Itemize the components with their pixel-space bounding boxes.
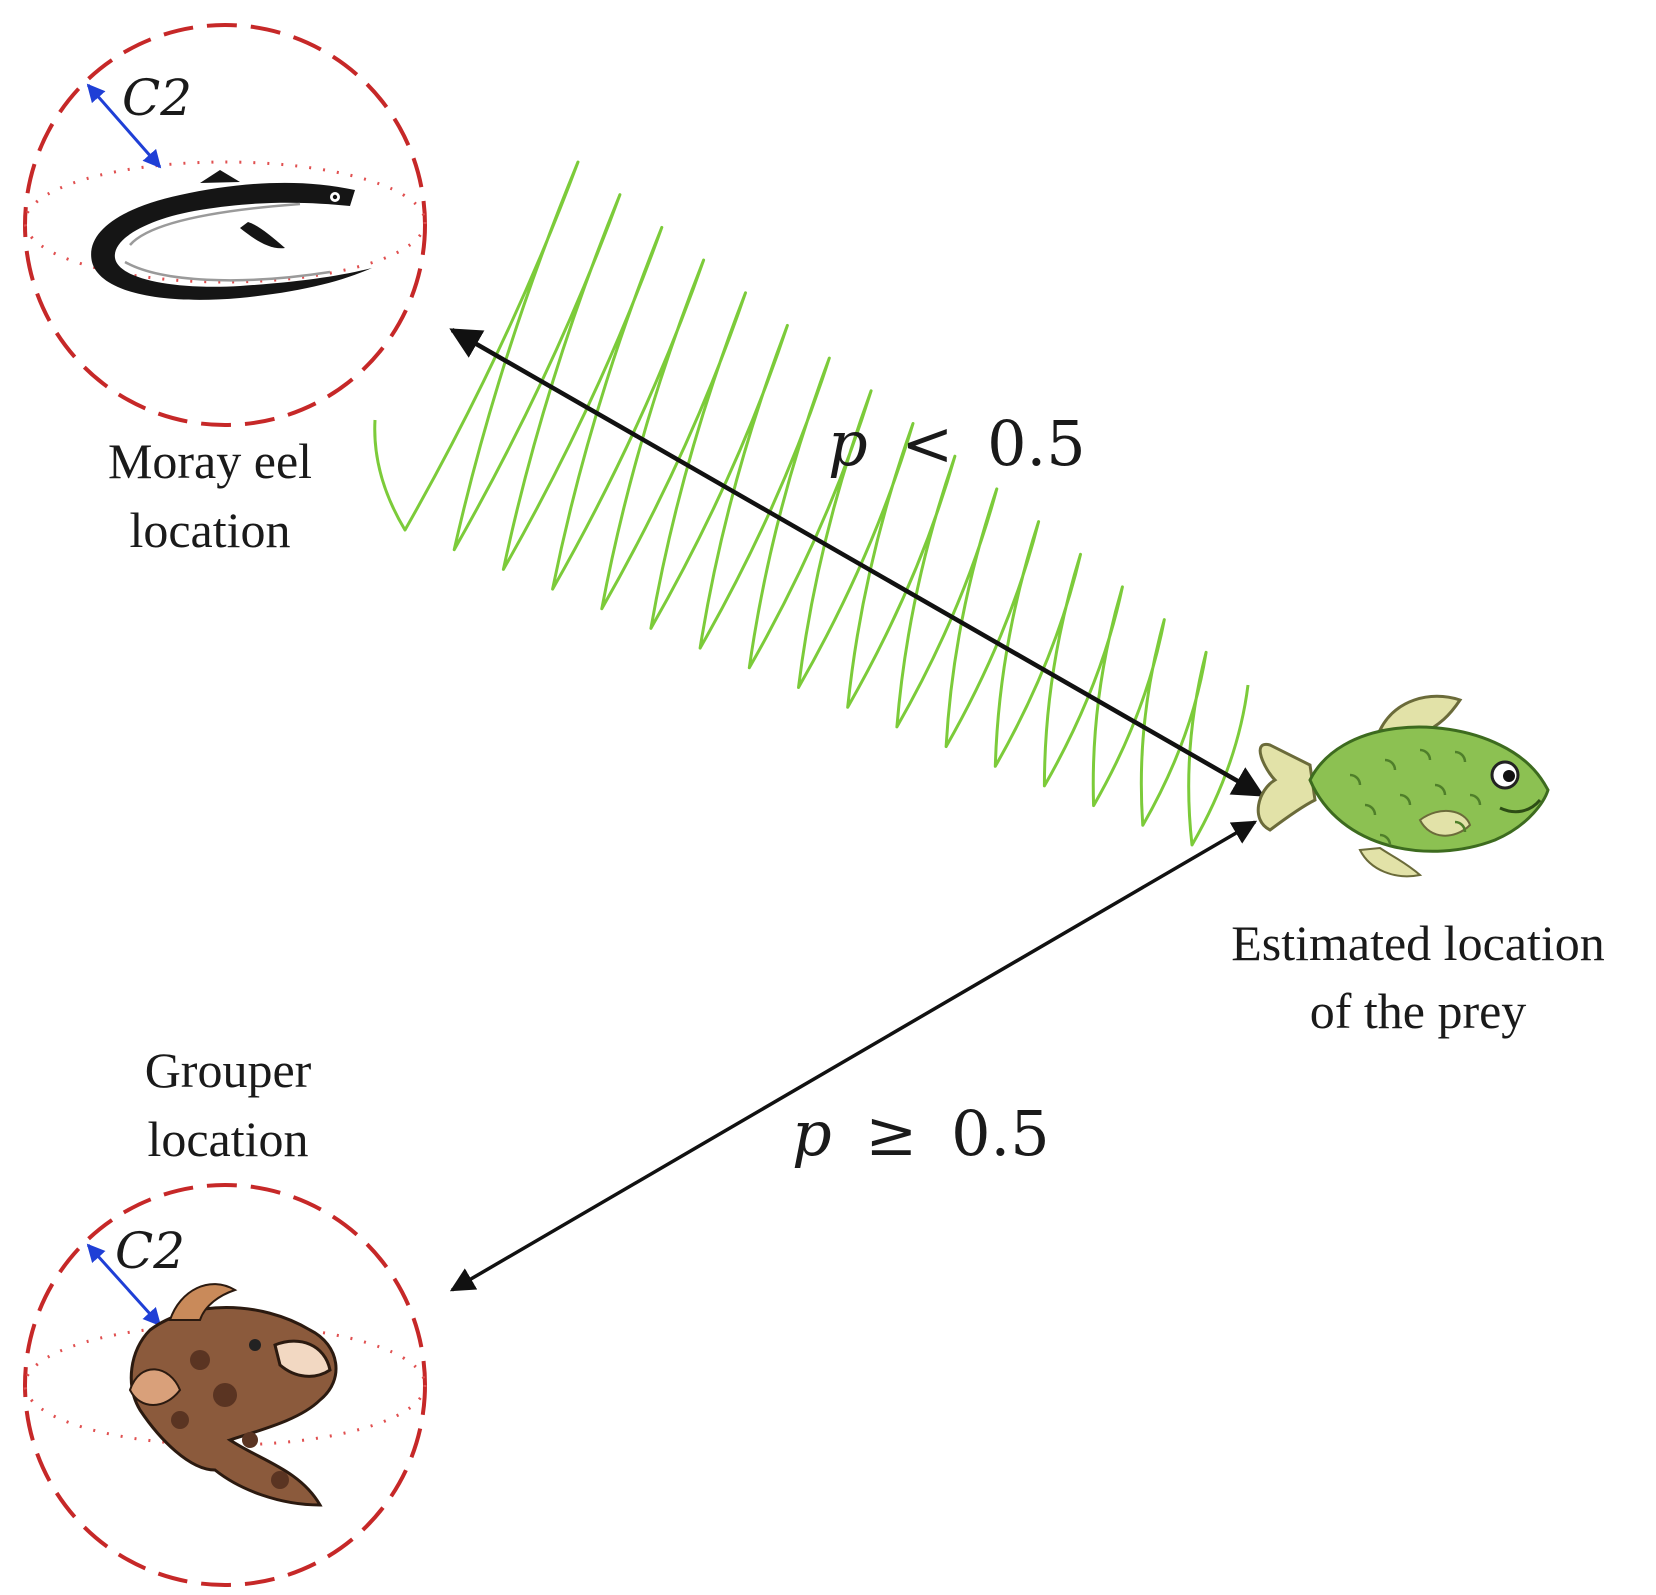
prey-fish-icon <box>1256 694 1550 878</box>
upper-condition: p < 0.5 <box>828 407 1086 480</box>
eel-prey-arrow <box>449 328 1265 797</box>
prey-label-line2: of the prey <box>1310 983 1527 1039</box>
moray-eel-icon <box>91 170 373 300</box>
grouper-radius-label: C2 <box>115 1222 185 1280</box>
grouper-search-region <box>23 1183 427 1587</box>
eel-label-line2: location <box>129 502 290 558</box>
lower-condition: p ≥ 0.5 <box>792 1097 1050 1170</box>
grouper-fish-icon <box>128 1283 338 1507</box>
eel-radius-label: C2 <box>122 69 192 127</box>
grouper-label-line2: location <box>147 1111 308 1167</box>
encircling-spiral <box>373 160 1250 847</box>
grouper-prey-arrow <box>449 820 1258 1292</box>
eel-search-region <box>23 23 427 427</box>
grouper-label-line1: Grouper <box>145 1042 312 1098</box>
prey-label-line1: Estimated location <box>1231 915 1605 971</box>
eel-label-line1: Moray eel <box>108 433 312 489</box>
